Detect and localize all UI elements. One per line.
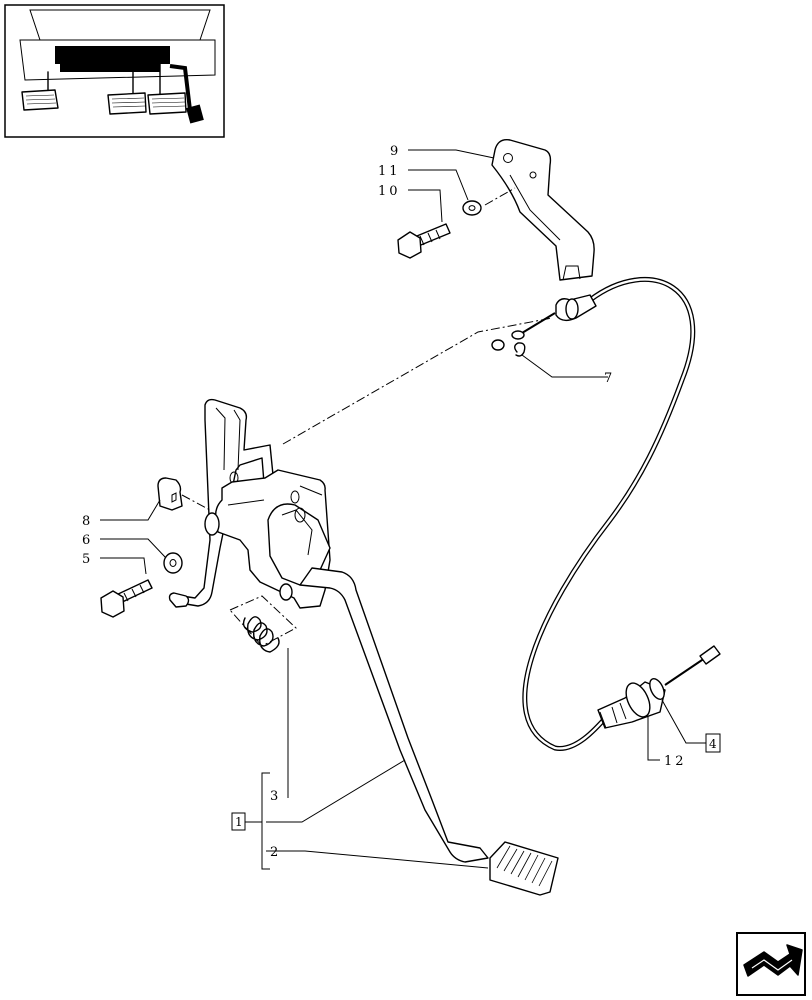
callout-7: 7 xyxy=(604,371,615,386)
callout-4: 4 xyxy=(709,737,717,751)
callout-8: 8 xyxy=(82,514,93,529)
callout-9: 9 xyxy=(390,144,401,159)
callout-6: 6 xyxy=(82,533,93,548)
callout-3: 3 xyxy=(270,789,281,804)
callout-leaders xyxy=(100,149,706,870)
washer-11 xyxy=(462,200,482,216)
callout-11: 11 xyxy=(378,164,401,179)
callout-12: 12 xyxy=(664,754,687,769)
clip-7 xyxy=(491,339,526,357)
nut-8 xyxy=(157,477,183,511)
pedal-location-inset-icon xyxy=(4,4,225,138)
next-page-arrow-icon[interactable] xyxy=(736,932,806,996)
callout-2: 2 xyxy=(270,845,281,860)
washer-6 xyxy=(163,552,183,574)
callout-labels: 9 11 10 7 8 6 5 3 2 12 1 4 xyxy=(82,144,721,860)
callout-10: 10 xyxy=(378,184,401,199)
bolt-10 xyxy=(397,223,451,259)
bolt-5 xyxy=(100,579,153,618)
control-cable xyxy=(511,276,721,751)
callout-1: 1 xyxy=(235,815,243,829)
pedal-assembly xyxy=(168,398,559,896)
mounting-bracket xyxy=(491,139,595,281)
return-spring-3 xyxy=(229,595,297,653)
callout-5: 5 xyxy=(82,552,93,567)
